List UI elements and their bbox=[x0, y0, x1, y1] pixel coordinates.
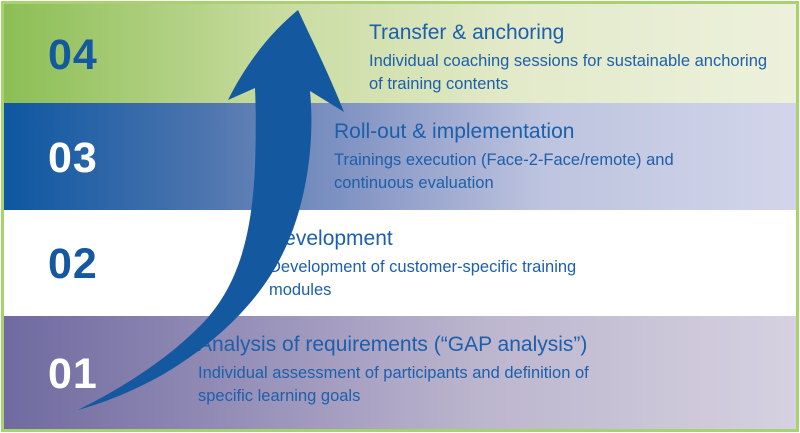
step-title: Transfer & anchoring bbox=[369, 21, 565, 44]
step-text-block: Transfer & anchoring Individual coaching… bbox=[369, 19, 769, 96]
step-number: 04 bbox=[48, 30, 98, 79]
step-band-04: 04 Transfer & anchoring Individual coach… bbox=[4, 4, 796, 103]
step-description: Individual assessment of participants an… bbox=[198, 364, 589, 406]
step-bands: 04 Transfer & anchoring Individual coach… bbox=[4, 4, 796, 429]
step-title: Roll-out & implementation bbox=[334, 120, 575, 143]
step-description: Individual coaching sessions for sustain… bbox=[369, 52, 768, 94]
step-band-02: 02 Development Development of customer-s… bbox=[4, 210, 796, 316]
step-text-block: Analysis of requirements (“GAP analysis”… bbox=[198, 331, 638, 408]
step-band-03: 03 Roll-out & implementation Trainings e… bbox=[4, 103, 796, 210]
step-title: Development bbox=[269, 227, 393, 250]
step-description: Development of customer-specific trainin… bbox=[269, 258, 577, 300]
step-number: 03 bbox=[48, 133, 98, 182]
step-text-block: Roll-out & implementation Trainings exec… bbox=[334, 118, 699, 195]
step-text-block: Development Development of customer-spec… bbox=[269, 225, 609, 302]
step-title: Analysis of requirements (“GAP analysis”… bbox=[198, 333, 588, 356]
step-number: 02 bbox=[48, 240, 98, 289]
step-number: 01 bbox=[48, 349, 98, 398]
step-band-01: 01 Analysis of requirements (“GAP analys… bbox=[4, 316, 796, 429]
step-description: Trainings execution (Face-2-Face/remote)… bbox=[334, 151, 674, 193]
